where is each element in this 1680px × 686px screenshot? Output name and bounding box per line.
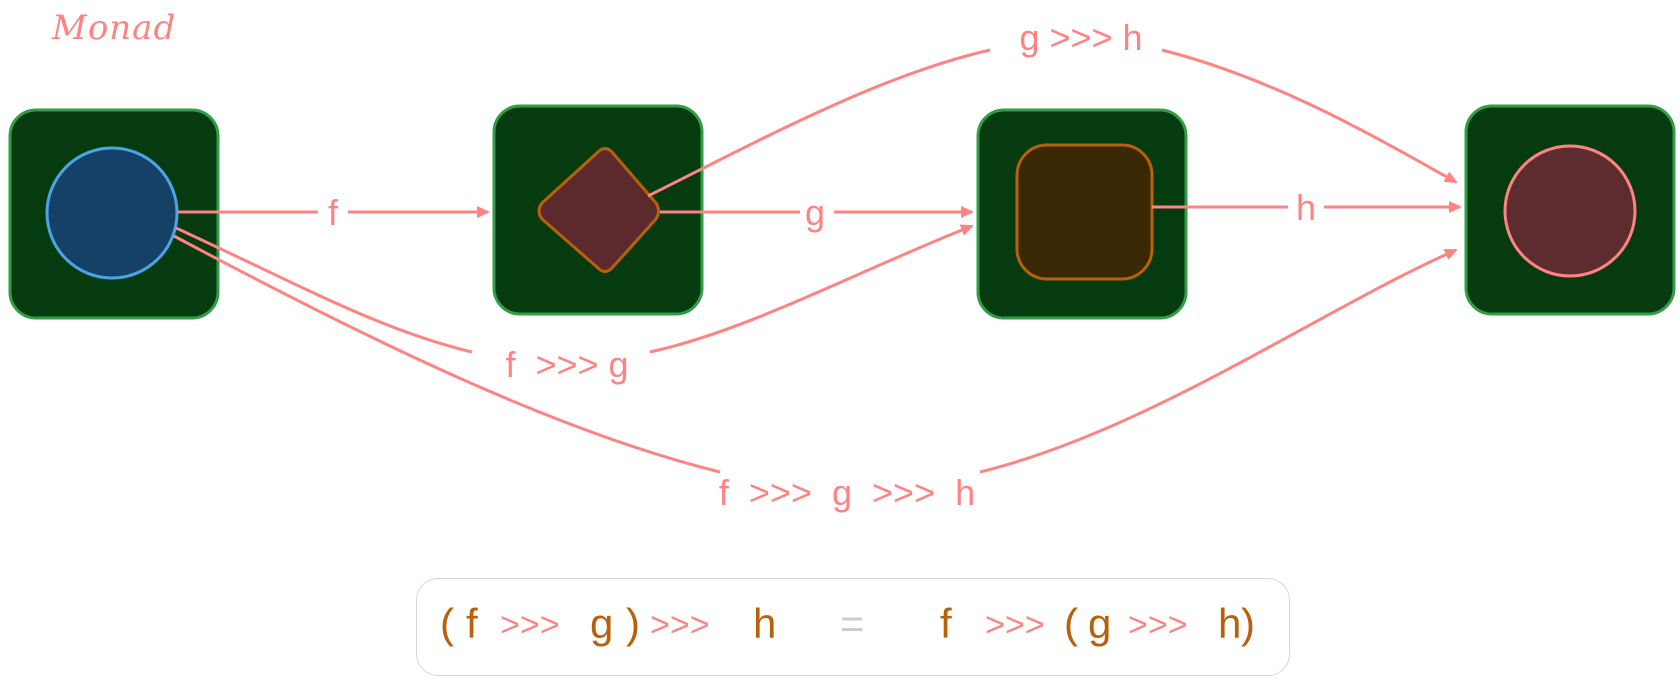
formula-compose-op: >>> [1128,606,1188,644]
formula-h: h [753,600,777,647]
formula-close-paren: ) [1241,600,1255,647]
edge-label-f-g: f >>> g [505,344,628,385]
edge-label-g: g [805,192,825,233]
edge-label-h: h [1296,187,1316,228]
formula-f: f [466,600,478,647]
formula-g: g [1088,600,1112,647]
formula-g: g [590,600,614,647]
edge-label-f: f [328,192,339,233]
formula-f: f [940,600,952,647]
formula-equals: = [840,600,865,647]
diamond-icon [537,147,660,273]
edge-g-h [647,48,1458,198]
edge-label-g-h: g >>> h [1019,17,1142,58]
formula-close-paren: ) [626,600,640,647]
formula-h: h [1218,600,1242,647]
rounded-square-icon [1015,143,1154,281]
edge-f-g [175,224,974,354]
formula-compose-op: >>> [500,606,560,644]
circle-icon [45,146,179,280]
edge-f-g-h [173,234,1458,474]
diagram-title: Monad [52,8,177,48]
formula-box [416,578,1290,676]
circle-icon [1503,144,1637,278]
formula-open-paren: ( [440,600,454,647]
formula-compose-op: >>> [985,606,1045,644]
edge-label-f-g-h: f >>> g >>> h [719,472,975,513]
formula-compose-op: >>> [650,606,710,644]
formula-open-paren: ( [1064,600,1078,647]
